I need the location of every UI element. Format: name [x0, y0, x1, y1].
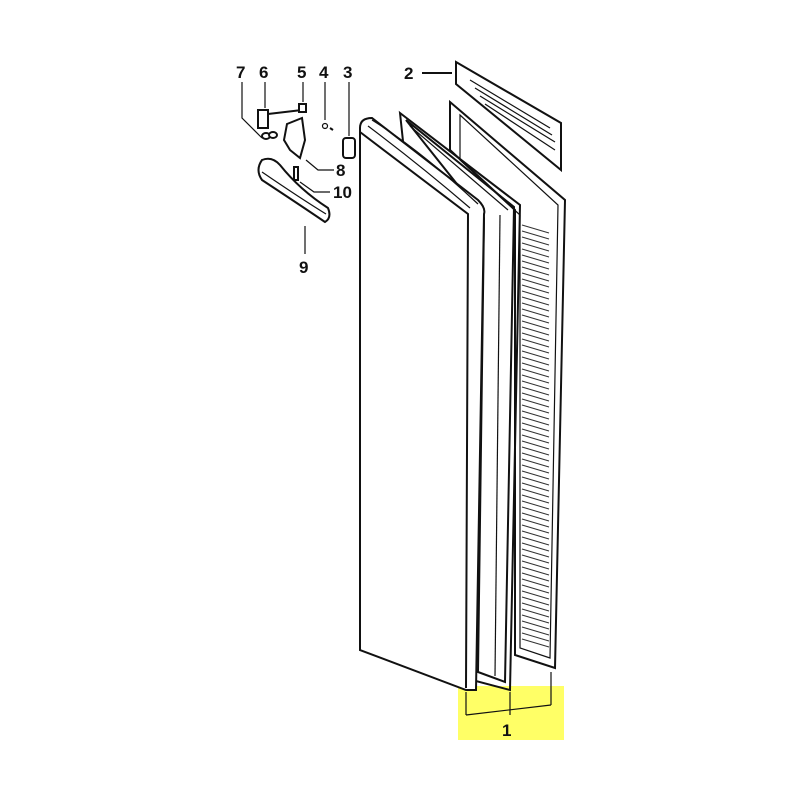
part-3-door-stop[interactable] [342, 137, 356, 159]
louver-line [521, 422, 550, 432]
louver-line [521, 608, 550, 618]
louver-line [521, 368, 550, 378]
louver-line [521, 512, 550, 522]
louver-line [521, 236, 550, 246]
louver-line [521, 500, 550, 510]
label-6: 6 [259, 63, 268, 82]
louver-line [521, 572, 550, 582]
louver-line [521, 392, 550, 402]
louver-line [521, 446, 550, 456]
louver-line [521, 488, 550, 498]
louver-line [521, 380, 550, 390]
louver-line [521, 356, 550, 366]
louver-line [521, 578, 550, 588]
louver-line [521, 542, 550, 552]
louver-line [521, 614, 550, 624]
louver-line [521, 464, 550, 474]
louver-line [521, 266, 550, 276]
part-9-handle[interactable] [257, 157, 331, 224]
part-7-screws[interactable] [261, 131, 278, 140]
louver-line [521, 278, 550, 288]
louver-line [521, 560, 550, 570]
louver-line [521, 494, 550, 504]
part-8-hinge-bracket[interactable] [282, 116, 307, 160]
louver-line [521, 314, 550, 324]
part-4-screw[interactable] [321, 122, 334, 131]
label-2: 2 [404, 64, 413, 83]
louver-line [521, 602, 550, 612]
louver-line [521, 332, 550, 342]
louver-line [521, 566, 550, 576]
label-10: 10 [333, 183, 352, 202]
louver-line [521, 272, 550, 282]
label-4: 4 [319, 63, 329, 82]
louver-line [521, 482, 550, 492]
louver-line [521, 470, 550, 480]
louver-line [521, 326, 550, 336]
louver-line [521, 350, 550, 360]
label-3: 3 [343, 63, 352, 82]
label-8: 8 [336, 161, 345, 180]
louver-line [521, 632, 550, 642]
louver-line [521, 416, 550, 426]
louver-line [521, 290, 550, 300]
louver-line [521, 584, 550, 594]
louver-line [521, 284, 550, 294]
louver-line [521, 626, 550, 636]
louver-line [521, 530, 550, 540]
louver-line [521, 362, 550, 372]
leader-lines [241, 72, 552, 716]
louver-line [521, 590, 550, 600]
louver-line [521, 248, 550, 258]
louver-line [521, 638, 550, 648]
louver-line [521, 596, 550, 606]
louver-line [521, 260, 550, 270]
louver-line [521, 536, 550, 546]
louver-line [521, 524, 550, 534]
label-7: 7 [236, 63, 245, 82]
part-2-label-plate[interactable] [455, 60, 562, 173]
louver-line [521, 374, 550, 384]
label-1: 1 [502, 721, 511, 740]
louver-line [521, 398, 550, 408]
louver-line [521, 242, 550, 252]
louver-line [521, 434, 550, 444]
part-5-bushing[interactable] [298, 103, 307, 113]
door-liner[interactable] [449, 99, 567, 670]
louver-line [521, 338, 550, 348]
louver-line [521, 440, 550, 450]
louver-line [521, 458, 550, 468]
louver-line [521, 554, 550, 564]
louver-line [521, 230, 550, 240]
louver-line [521, 620, 550, 630]
louver-line [521, 344, 550, 354]
louver-line [521, 410, 550, 420]
louver-line [521, 518, 550, 528]
louver-line [521, 428, 550, 438]
louver-line [521, 320, 550, 330]
label-9: 9 [299, 258, 308, 277]
part-1-highlight [458, 686, 564, 740]
louver-line [521, 404, 550, 414]
part-6-hinge-pin[interactable] [257, 109, 303, 129]
louver-line [521, 386, 550, 396]
louver-line [521, 476, 550, 486]
louver-line [521, 308, 550, 318]
louver-line [521, 296, 550, 306]
louver-line [521, 548, 550, 558]
louver-line [521, 452, 550, 462]
louver-line [521, 224, 550, 234]
label-5: 5 [297, 63, 306, 82]
louver-line [521, 254, 550, 264]
louver-line [521, 506, 550, 516]
louver-line [521, 302, 550, 312]
part-10-pin[interactable] [293, 166, 299, 181]
part-1-door-panel[interactable] [359, 116, 486, 691]
